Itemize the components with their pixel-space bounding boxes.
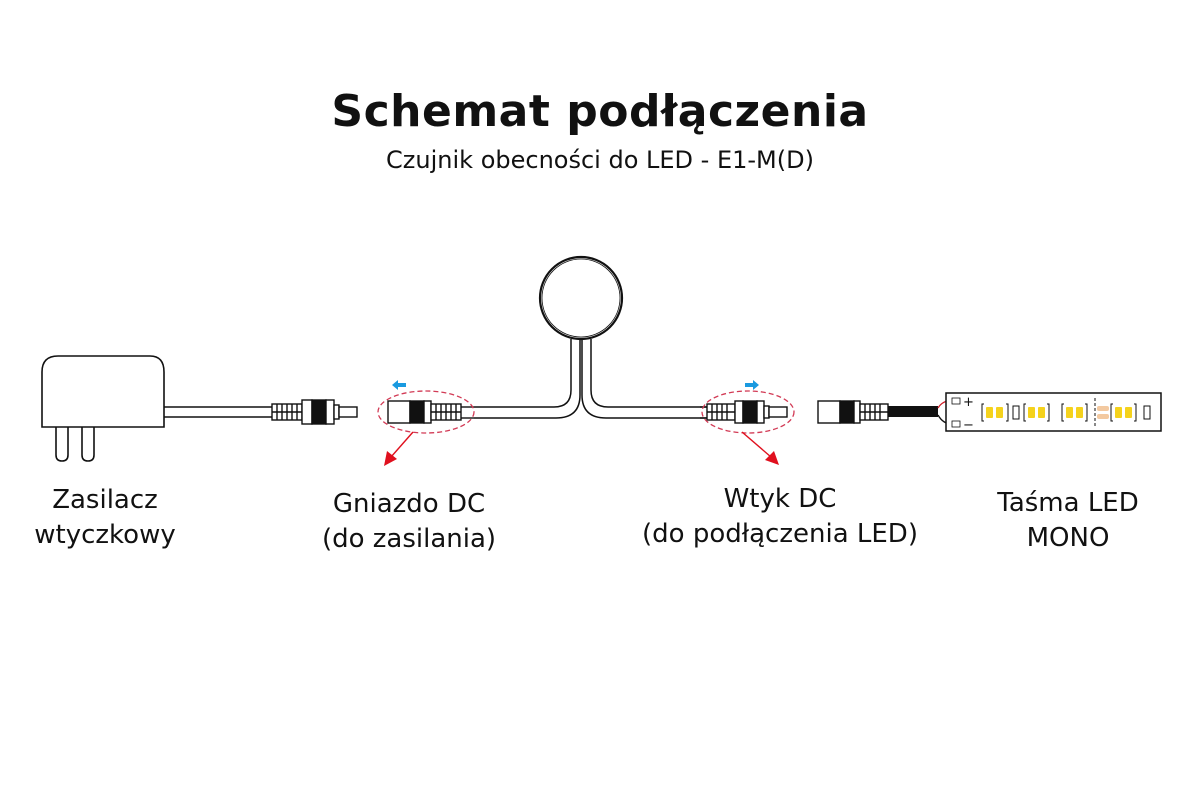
direction-right-arrow-icon	[745, 380, 759, 390]
label-dc-socket: Gniazdo DC (do zasilania)	[298, 487, 520, 557]
label-dc-socket-line1: Gniazdo DC	[332, 489, 486, 519]
power-supply-icon	[41, 355, 272, 462]
label-dc-plug-line1: Wtyk DC	[723, 484, 837, 514]
label-power-supply: Zasilacz wtyczkowy	[10, 483, 200, 553]
dc-plug-icon	[700, 400, 788, 424]
label-dc-socket-line2: (do zasilania)	[321, 524, 497, 554]
sensor-icon	[474, 255, 707, 419]
strip-cable-icon	[888, 400, 953, 425]
page-subtitle: Czujnik obecności do LED - E1-M(D)	[386, 146, 814, 174]
led-strip-icon	[945, 392, 1162, 432]
label-dc-plug: Wtyk DC (do podłączenia LED)	[620, 482, 940, 552]
plug-pointer-arrow-icon	[741, 431, 779, 465]
label-power-supply-line1: Zasilacz	[52, 485, 158, 515]
label-dc-plug-line2: (do podłączenia LED)	[642, 519, 918, 549]
label-led-strip: Taśma LED MONO	[968, 486, 1168, 556]
socket-pointer-arrow-icon	[384, 431, 414, 466]
strip-minus-sign: −	[963, 418, 974, 433]
socket-highlight	[377, 390, 475, 434]
label-led-strip-line2: MONO	[1026, 523, 1110, 553]
label-led-strip-line1: Taśma LED	[997, 488, 1139, 518]
strip-dc-socket-icon	[817, 400, 889, 424]
direction-left-arrow-icon	[392, 380, 406, 390]
label-power-supply-line2: wtyczkowy	[34, 520, 176, 550]
plug-highlight	[701, 390, 795, 434]
page-title: Schemat podłączenia	[331, 86, 869, 137]
dc-socket-icon	[387, 400, 474, 424]
supply-dc-plug-icon	[271, 399, 358, 425]
strip-plus-sign: +	[963, 395, 974, 410]
